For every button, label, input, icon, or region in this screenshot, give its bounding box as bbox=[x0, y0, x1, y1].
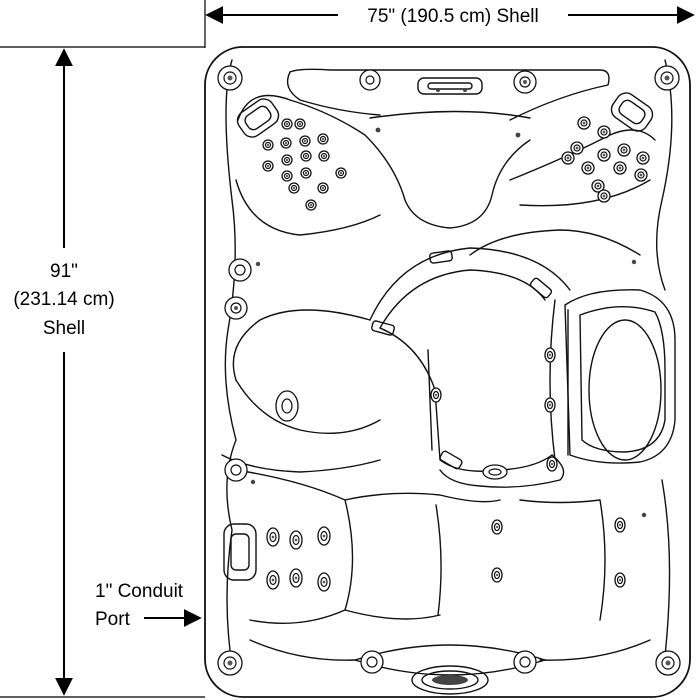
skimmer-top bbox=[417, 77, 483, 95]
jet-icon bbox=[281, 170, 293, 182]
jet-icon bbox=[266, 527, 280, 547]
jet-icon bbox=[300, 167, 312, 179]
jet-icon bbox=[597, 125, 611, 139]
height-label-line1: 91" bbox=[50, 261, 78, 282]
jet-icon bbox=[591, 179, 605, 193]
jet-icon bbox=[570, 141, 584, 155]
conduit-port-callout: 1" Conduit Port bbox=[95, 581, 202, 630]
jet-icon bbox=[288, 182, 300, 194]
jet-icon bbox=[318, 150, 330, 162]
jet-icon bbox=[617, 143, 631, 157]
valve-bottom-right bbox=[655, 650, 681, 676]
jet-icon bbox=[597, 189, 611, 203]
height-dimension: 91" (231.14 cm) Shell bbox=[0, 46, 205, 698]
jet-icon bbox=[262, 139, 274, 151]
jet-icon bbox=[289, 568, 303, 588]
valve-bottom-mid-left bbox=[360, 650, 384, 674]
valve-top-left bbox=[217, 65, 243, 91]
jet-icon bbox=[294, 118, 306, 130]
jet-icon bbox=[430, 387, 442, 403]
valve-top-right bbox=[654, 65, 680, 91]
conduit-label-line1: 1" Conduit bbox=[95, 581, 184, 602]
jet-icon bbox=[335, 167, 347, 179]
jet-cluster-top-right bbox=[561, 116, 650, 203]
valve-left-mid bbox=[224, 458, 248, 482]
jet-icon bbox=[317, 182, 329, 194]
control-panel-bottom bbox=[411, 665, 489, 695]
width-label: 75" (190.5 cm) Shell bbox=[367, 6, 539, 27]
jet-icon bbox=[281, 118, 293, 130]
jet-icon bbox=[597, 148, 611, 162]
jet-icon bbox=[317, 572, 331, 592]
headrest-top-right bbox=[610, 92, 654, 132]
jet-icon bbox=[546, 456, 558, 472]
headrest-bottom-left bbox=[223, 523, 257, 581]
jet-icon bbox=[300, 150, 312, 162]
jet-icon bbox=[266, 570, 280, 590]
valve-top-mid-left bbox=[359, 69, 381, 91]
jet-icon bbox=[289, 530, 303, 550]
jet-icon bbox=[491, 567, 503, 583]
seat-top-right bbox=[469, 129, 656, 256]
jet-icon bbox=[317, 133, 329, 145]
jet-icon bbox=[614, 572, 626, 588]
jet-icon bbox=[317, 526, 331, 546]
jet-icon bbox=[544, 347, 556, 363]
jet-icon bbox=[634, 168, 648, 182]
jet-icon bbox=[491, 519, 503, 535]
jet-icon bbox=[280, 137, 292, 149]
jet-icon bbox=[614, 517, 626, 533]
jet-icon bbox=[544, 397, 556, 413]
jet-icon bbox=[305, 199, 317, 211]
seat-top-left bbox=[235, 94, 531, 236]
valve-bottom-left bbox=[217, 650, 243, 676]
corner-valves bbox=[217, 65, 681, 676]
jet-cluster-misc bbox=[430, 347, 626, 588]
jet-icon bbox=[281, 154, 293, 166]
valve-left-lower bbox=[224, 296, 248, 320]
height-label-line3: Shell bbox=[43, 318, 85, 339]
conduit-label-line2: Port bbox=[95, 609, 131, 630]
footwell-jet bbox=[275, 390, 508, 480]
jet-icon bbox=[577, 116, 591, 130]
jet-icon bbox=[613, 161, 627, 175]
jet-icon bbox=[299, 135, 311, 147]
valve-top-mid-right bbox=[513, 70, 537, 94]
jet-cluster-bottom-left bbox=[266, 526, 331, 592]
jet-icon bbox=[636, 151, 650, 165]
jet-icon bbox=[561, 151, 575, 165]
seat-bottom-left bbox=[235, 469, 606, 624]
jet-icon bbox=[581, 161, 595, 175]
valve-left-upper bbox=[228, 258, 252, 282]
width-dimension: 75" (190.5 cm) Shell bbox=[204, 0, 695, 48]
fittings bbox=[250, 127, 647, 518]
island-pillows bbox=[371, 250, 553, 470]
tub-shell bbox=[204, 46, 691, 698]
jet-cluster-top-left bbox=[262, 118, 347, 211]
valve-bottom-mid-right bbox=[513, 650, 537, 674]
height-label-line2: (231.14 cm) bbox=[13, 289, 114, 310]
headrests bbox=[223, 92, 654, 581]
jet-icon bbox=[262, 160, 274, 172]
lounger-right bbox=[549, 289, 676, 464]
headrest-top-left bbox=[236, 98, 280, 138]
